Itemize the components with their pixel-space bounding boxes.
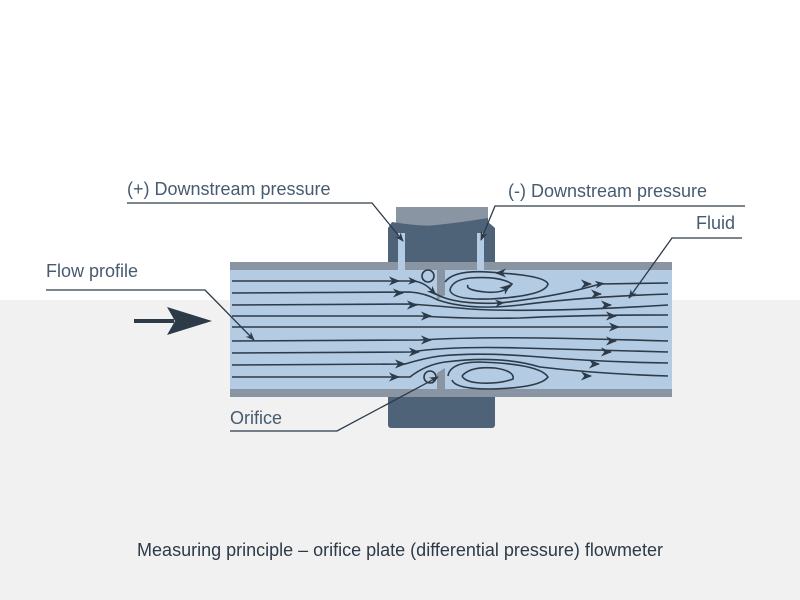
streamline [231, 353, 669, 366]
streamline [232, 358, 669, 378]
vortex-large-top [444, 270, 549, 300]
label-flow-profile: Flow profile [46, 261, 139, 281]
leader-lines [46, 202, 745, 432]
leader-plus-pressure [127, 202, 404, 242]
label-orifice: Orifice [230, 408, 283, 428]
upper-flange [388, 207, 495, 268]
vortex-small-top [421, 269, 435, 283]
label-fluid: Fluid [696, 213, 736, 233]
minus-pressure-tap [477, 233, 484, 270]
leader-fluid [628, 237, 742, 299]
plus-pressure-tap [398, 233, 405, 270]
pipe-wall-bottom [230, 389, 672, 397]
streamline [232, 314, 669, 320]
diagram-caption: Measuring principle – orifice plate (dif… [137, 540, 663, 560]
label-minus-pressure: (-) Downstream pressure [508, 181, 708, 201]
streamline [231, 346, 669, 354]
streamlines [231, 276, 669, 382]
leader-flow-profile [46, 289, 255, 341]
streamline [231, 336, 669, 342]
label-plus-pressure: (+) Downstream pressure [127, 179, 331, 199]
vortex-large-bottom [447, 361, 549, 390]
leader-orifice [230, 376, 439, 432]
vortex-inner-bottom [461, 366, 514, 384]
flow-direction-arrow-icon [134, 307, 212, 335]
streamline [232, 276, 669, 308]
orifice-plate-bottom [437, 368, 445, 392]
lower-flange [388, 392, 495, 428]
pipe-wall-top [230, 262, 672, 270]
flange-body [388, 222, 495, 268]
leader-minus-pressure [480, 205, 745, 241]
